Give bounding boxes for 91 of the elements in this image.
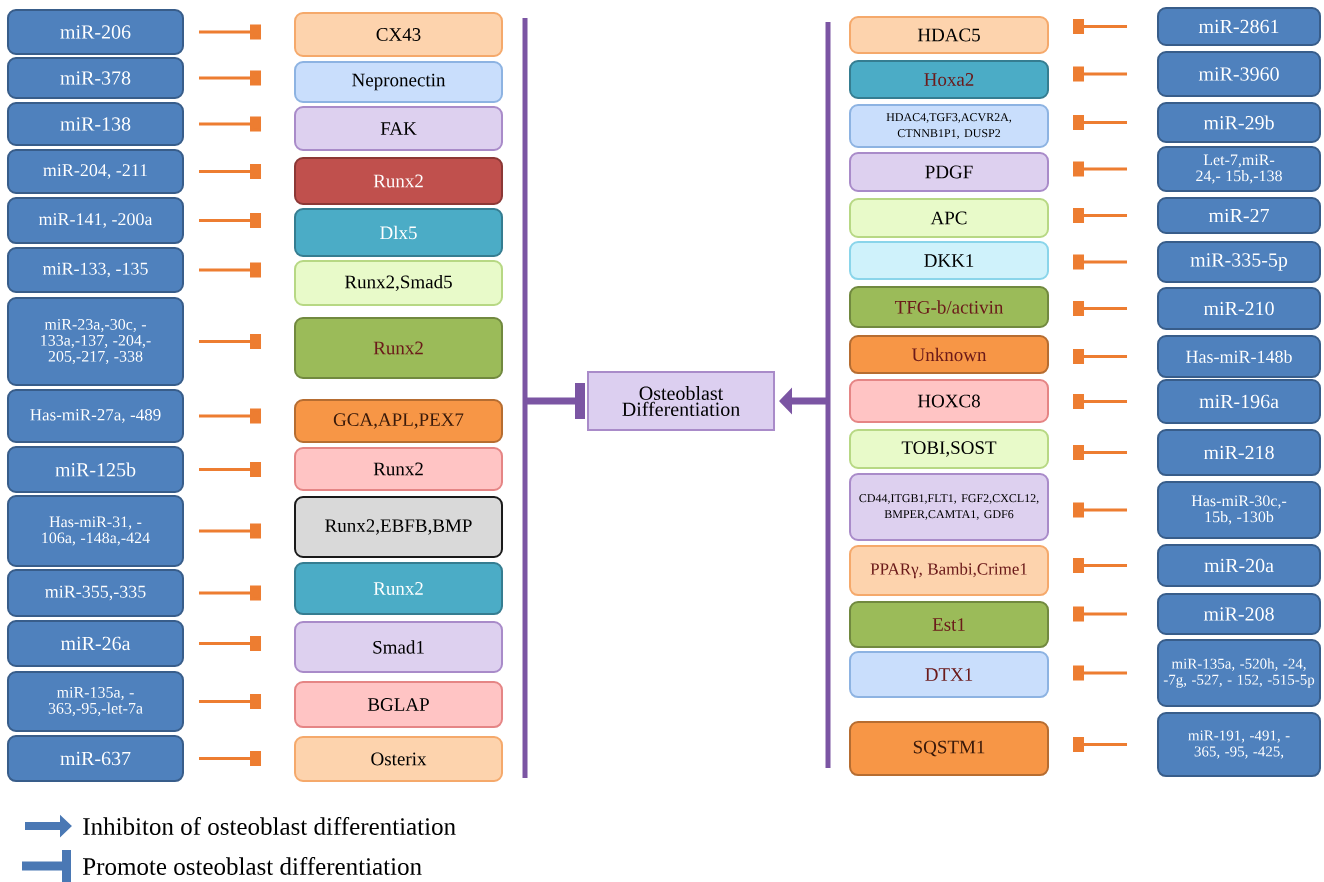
inhibition-arrow (199, 164, 261, 179)
target-box: Runx2 (294, 157, 503, 205)
mirna-box: miR-204, -211 (7, 149, 184, 194)
mirna-box: miR-335-5p (1157, 241, 1321, 283)
mirna-box: miR-218 (1157, 429, 1321, 476)
mirna-box: miR-196a (1157, 379, 1321, 424)
mirna-box: miR-378 (7, 57, 184, 99)
inhibition-arrow (1073, 737, 1127, 752)
target-box: PDGF (849, 152, 1049, 192)
inhibition-arrow (199, 523, 261, 539)
inhibition-arrow (199, 213, 261, 228)
mirna-box: miR-135a, -520h, -24, -7g, -527, - 152, -515-5p (1157, 639, 1321, 707)
mirna-box: miR-138 (7, 102, 184, 146)
inhibition-arrow (1073, 349, 1127, 364)
process-box: Osteoblast Differentiation (587, 371, 775, 431)
mirna-box: miR-125b (7, 446, 184, 493)
target-box: Runx2 (294, 562, 503, 615)
inhibition-arrow (525, 383, 585, 419)
inhibition-arrow (199, 636, 261, 651)
mirna-box: miR-23a,-30c, -133a,-137, -204,-205,-217, -338 (7, 297, 184, 386)
inhibition-arrow (199, 694, 261, 709)
mirna-box: miR-26a (7, 620, 184, 667)
inhibition-arrow (1073, 115, 1127, 130)
target-box: Est1 (849, 601, 1049, 648)
target-box: Runx2,EBFB,BMP (294, 496, 503, 558)
mirna-box: miR-20a (1157, 544, 1321, 587)
target-box: BGLAP (294, 681, 503, 728)
target-box: TFG-b/activin (849, 286, 1049, 328)
inhibition-arrow (199, 262, 261, 278)
target-box: DTX1 (849, 651, 1049, 698)
target-box: HDAC5 (849, 16, 1049, 54)
inhibition-arrow (199, 70, 261, 86)
target-box: CD44,ITGB1,FLT1, FGF2,CXCL12, BMPER,CAMTA1, GDF6 (849, 473, 1049, 541)
inhibition-arrow (199, 462, 261, 477)
mirna-box: miR-29b (1157, 102, 1321, 143)
target-box: Dlx5 (294, 208, 503, 257)
inhibition-arrow (199, 116, 261, 132)
inhibition-arrow (1073, 445, 1127, 460)
legend-text: Promote osteoblast differentiation (83, 857, 422, 875)
mirna-box: Has-miR-148b (1157, 335, 1321, 378)
target-box: FAK (294, 106, 503, 151)
target-box: Smad1 (294, 621, 503, 673)
target-box: Hoxa2 (849, 60, 1049, 99)
mirna-box: miR-355,-335 (7, 569, 184, 617)
mirna-box: Let-7,miR-24,- 15b,-138 (1157, 146, 1321, 192)
mirna-box: miR-210 (1157, 287, 1321, 330)
inhibition-arrow (1073, 502, 1127, 518)
mirna-box: miR-191, -491, - 365, -95, -425, (1157, 712, 1321, 777)
mirna-box: miR-3960 (1157, 51, 1321, 97)
inhibition-arrow (1073, 208, 1127, 223)
target-box: Runx2,Smad5 (294, 260, 503, 306)
mirna-box: Has-miR-30c,- 15b, -130b (1157, 481, 1321, 539)
mirna-box: miR-133, -135 (7, 247, 184, 293)
inhibition-arrow (199, 585, 261, 601)
target-box: Unknown (849, 335, 1049, 374)
target-box: APC (849, 198, 1049, 238)
legend-text: Inhibiton of osteoblast differentiation (83, 817, 456, 835)
inhibition-arrow (199, 24, 261, 40)
inhibition-arrow (1073, 394, 1127, 409)
inhibition-arrow (199, 751, 261, 766)
inhibition-arrow (199, 408, 261, 424)
inhibition-arrow (1073, 558, 1127, 573)
target-box: SQSTM1 (849, 721, 1049, 776)
target-box: Osterix (294, 736, 503, 782)
target-box: Runx2 (294, 447, 503, 491)
target-box: TOBI,SOST (849, 429, 1049, 469)
target-box: HDAC4,TGF3,ACVR2A, CTNNB1P1, DUSP2 (849, 104, 1049, 148)
mirna-box: miR-141, -200a (7, 197, 184, 244)
inhibition-arrow (1073, 254, 1127, 270)
inhibition-arrow (1073, 301, 1127, 316)
inhibition-arrow (1073, 66, 1127, 82)
mirna-box: Has-miR-27a, -489 (7, 389, 184, 443)
target-box: Runx2 (294, 317, 503, 379)
mirna-box: miR-2861 (1157, 7, 1321, 46)
inhibition-arrow (1073, 19, 1127, 34)
target-box: CX43 (294, 12, 503, 57)
target-box: HOXC8 (849, 379, 1049, 423)
target-box: DKK1 (849, 241, 1049, 280)
inhibition-arrow (199, 334, 261, 349)
mirna-box: miR-206 (7, 9, 184, 55)
inhibition-arrow (1073, 665, 1127, 681)
mirna-box: miR-135a, -363,-95,-let-7a (7, 671, 184, 732)
target-box: Nepronectin (294, 61, 503, 103)
mirna-box: miR-208 (1157, 593, 1321, 635)
target-box: GCA,APL,PEX7 (294, 399, 503, 443)
mirna-box: miR-637 (7, 735, 184, 782)
mirna-box: miR-27 (1157, 197, 1321, 234)
inhibition-arrow (1073, 161, 1127, 177)
mirna-box: Has-miR-31, -106a, -148a,-424 (7, 495, 184, 567)
target-box: PPARγ, Bambi,Crime1 (849, 545, 1049, 596)
inhibition-arrow (1073, 606, 1127, 622)
